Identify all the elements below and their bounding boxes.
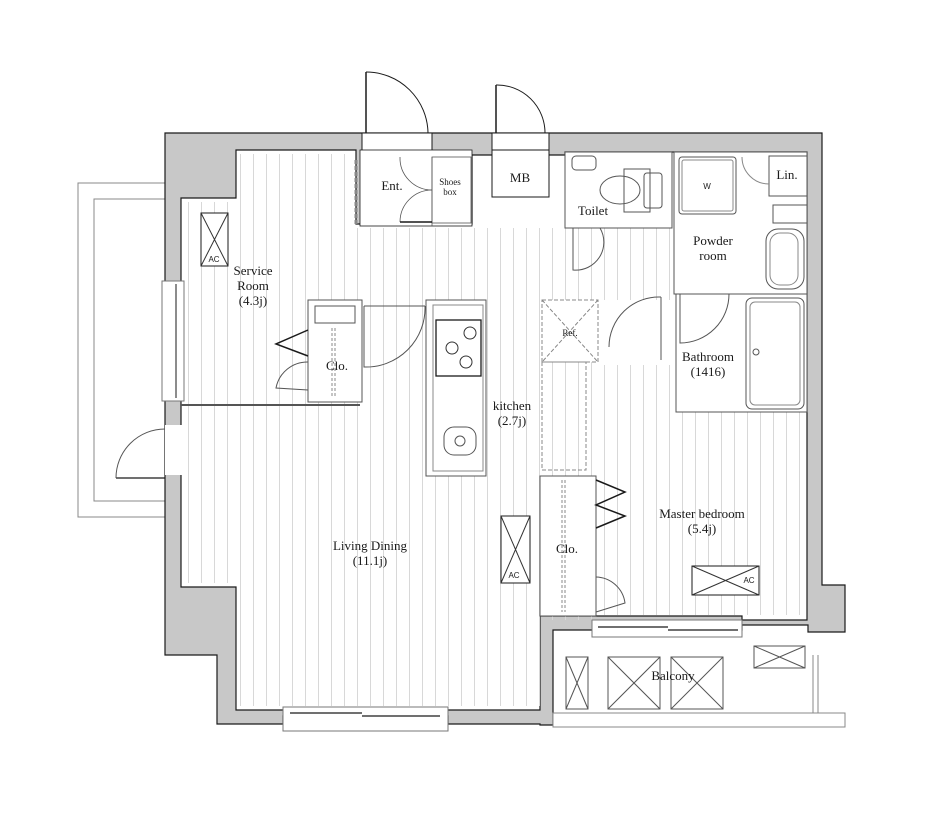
label-balcony: Balcony — [651, 668, 695, 683]
label-master-closet: Clo. — [555, 541, 579, 556]
west-balcony — [77, 182, 167, 518]
service-room-line3: (4.3j) — [238, 292, 268, 308]
kitchen-counter — [425, 299, 487, 477]
shoes-box-line2: box — [443, 187, 457, 198]
meter-box — [491, 149, 550, 198]
shoes-box-line1: Shoes — [439, 177, 461, 187]
label-ac-master: AC — [743, 576, 755, 585]
service-window — [161, 280, 185, 402]
south-balcony — [552, 645, 846, 728]
label-toilet: Toilet — [577, 203, 609, 218]
label-meter-box: MB — [509, 170, 531, 185]
kitchen-line1: kitchen — [492, 398, 532, 413]
label-ac-living: AC — [508, 571, 520, 580]
toilet-room — [564, 151, 673, 271]
entrance-door[interactable] — [361, 71, 433, 152]
service-room-line1: Service — [233, 263, 273, 278]
label-master-bedroom: Master bedroom (5.4j) — [659, 506, 745, 537]
master-bedroom-line1: Master bedroom — [659, 506, 745, 521]
label-service-closet: Clo. — [325, 358, 349, 373]
kitchen-line2: (2.7j) — [497, 412, 527, 428]
label-living-dining: Living Dining (11.1j) — [332, 538, 408, 569]
bathroom — [608, 293, 808, 413]
bathroom-line2: (1416) — [690, 363, 726, 379]
service-room-door[interactable] — [363, 305, 426, 368]
service-room-line2: Room — [237, 277, 269, 293]
label-kitchen: kitchen (2.7j) — [492, 398, 532, 429]
label-bathroom: Bathroom (1416) — [682, 349, 734, 380]
powder-room-line2: room — [699, 247, 727, 263]
powder-room-line1: Powder — [693, 233, 733, 248]
living-side-door[interactable] — [115, 425, 183, 479]
living-window — [282, 706, 449, 732]
service-closet — [274, 299, 363, 403]
label-washer: W — [703, 182, 711, 191]
ac-unit-living — [500, 515, 531, 584]
ac-unit-service — [200, 212, 229, 267]
label-ac-service: AC — [208, 255, 220, 264]
master-closet — [539, 475, 628, 617]
label-powder-room: Powder room — [693, 233, 733, 264]
living-dining-line2: (11.1j) — [352, 552, 388, 568]
bathroom-line1: Bathroom — [682, 349, 734, 364]
master-window — [591, 619, 743, 638]
refrigerator — [541, 299, 599, 471]
label-linen: Lin. — [776, 167, 798, 182]
powder-room — [673, 151, 808, 295]
ac-unit-master — [691, 565, 760, 596]
meter-box-door[interactable] — [491, 84, 550, 151]
label-shoes-box: Shoes box — [439, 177, 461, 198]
living-dining-line1: Living Dining — [332, 538, 408, 553]
master-bedroom-line2: (5.4j) — [687, 520, 717, 536]
label-refrigerator: Ref. — [562, 328, 578, 338]
label-service-room: Service Room (4.3j) — [233, 263, 273, 309]
entrance-area — [354, 149, 473, 227]
label-entrance: Ent. — [381, 178, 403, 193]
